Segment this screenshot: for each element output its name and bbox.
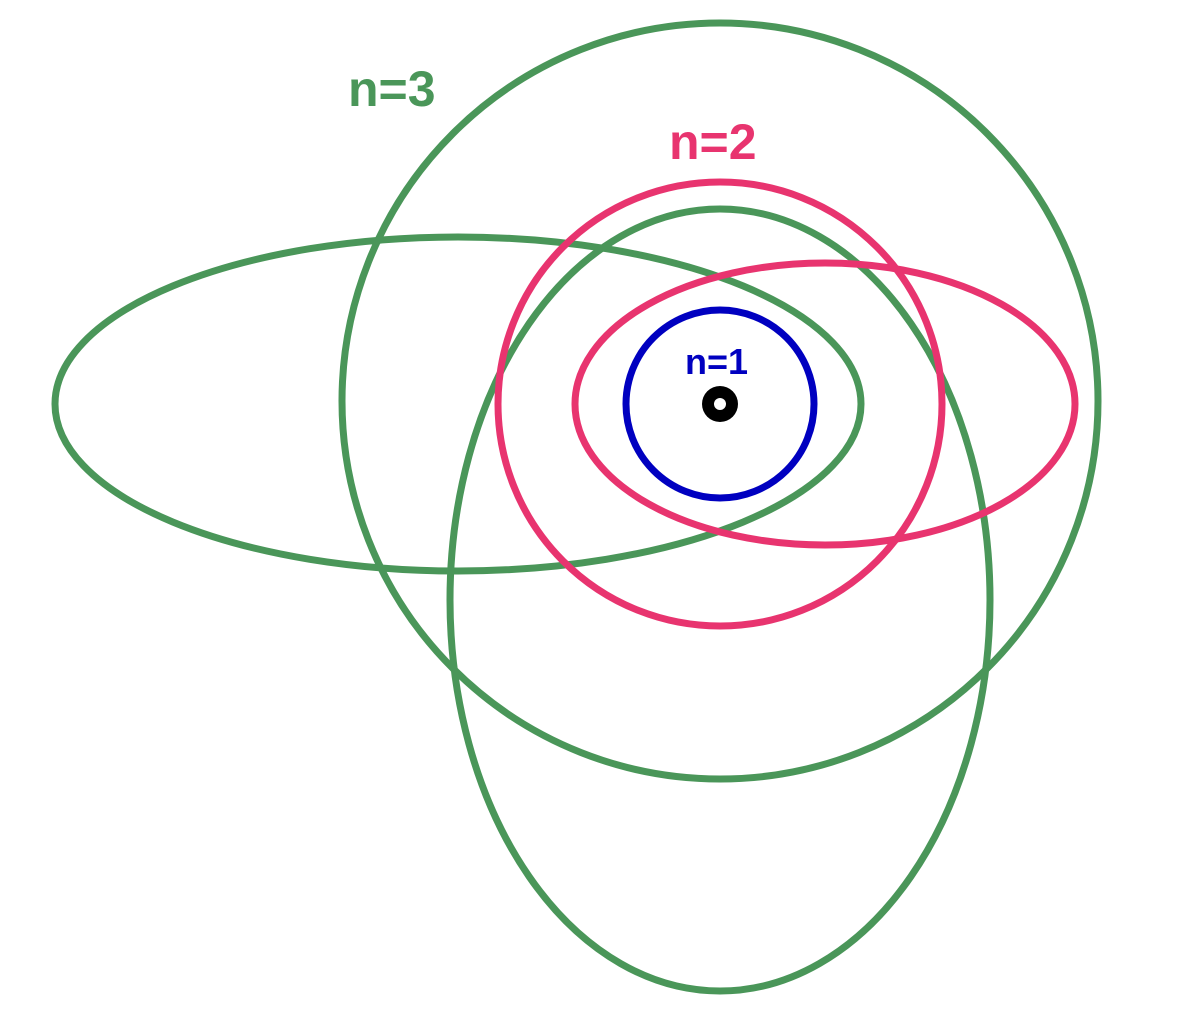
label-n3: n=3 (348, 61, 436, 117)
orbit-n1-circular (622, 306, 818, 502)
label-n2: n=2 (669, 114, 757, 170)
nucleus-center (714, 398, 726, 410)
label-n1: n=1 (685, 341, 748, 382)
orbit-n2-circular (494, 178, 946, 630)
orbit-n3-vertical-ellipse (446, 205, 994, 995)
orbit-n3-horizontal-ellipse (51, 233, 865, 575)
orbit-n3-circular (338, 19, 1102, 783)
orbit-n2-ellipse (571, 259, 1079, 549)
